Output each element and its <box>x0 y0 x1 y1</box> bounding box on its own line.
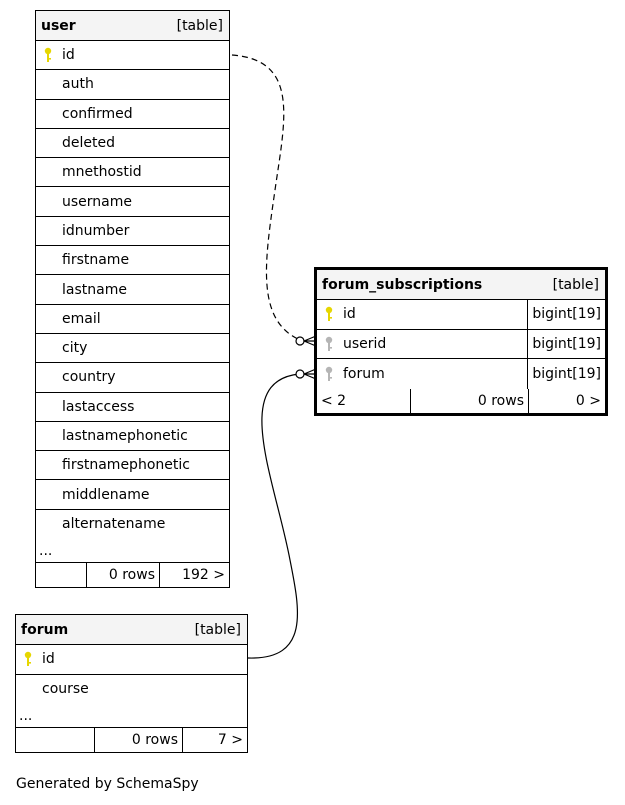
column-type: bigint[19] <box>527 359 605 389</box>
column-name: auth <box>62 76 94 93</box>
table-header: forum [table] <box>16 615 247 645</box>
table-ellipsis-row: ... <box>36 539 229 564</box>
table-forum[interactable]: forum [table] id course ... 0 rows 7 > <box>15 614 248 753</box>
column-row[interactable]: lastaccess <box>36 393 229 422</box>
column-name: id <box>42 651 55 668</box>
children-link[interactable]: 192 > <box>182 567 225 584</box>
column-name: deleted <box>62 135 115 152</box>
column-name: forum <box>343 365 385 382</box>
generated-by-label: Generated by SchemaSpy <box>16 776 199 792</box>
children-link[interactable]: 0 > <box>575 392 601 409</box>
column-name: id <box>343 306 356 323</box>
column-row[interactable]: country <box>36 363 229 393</box>
column-name: userid <box>343 335 387 352</box>
children-link[interactable]: 7 > <box>217 732 243 748</box>
column-row[interactable]: id <box>16 645 247 675</box>
column-name: email <box>62 310 101 327</box>
table-header: forum_subscriptions [table] <box>317 270 605 300</box>
column-name: alternatename <box>62 516 166 533</box>
table-kind: [table] <box>552 276 599 293</box>
column-name: lastname <box>62 281 127 298</box>
link-forum-to-subscriptions <box>247 373 301 659</box>
column-row[interactable]: firstname <box>36 246 229 276</box>
column-name: mnethostid <box>62 164 142 181</box>
column-row[interactable]: idnumber <box>36 217 229 247</box>
column-row[interactable]: alternatename <box>36 510 229 539</box>
column-row[interactable]: middlename <box>36 480 229 510</box>
table-footer: 0 rows 192 > <box>36 563 229 588</box>
row-count: 0 rows <box>87 563 160 588</box>
table-name: user <box>41 17 76 34</box>
column-name: firstname <box>62 252 130 269</box>
column-name: idnumber <box>62 222 130 239</box>
column-row[interactable]: id bigint[19] <box>317 300 605 330</box>
column-name: country <box>62 369 116 386</box>
column-row[interactable]: username <box>36 187 229 217</box>
table-name: forum <box>21 621 69 638</box>
column-name: username <box>62 193 132 210</box>
table-footer: < 2 0 rows 0 > <box>317 388 605 413</box>
table-ellipsis-row: ... <box>16 704 247 728</box>
column-name: confirmed <box>62 105 133 122</box>
column-name: city <box>62 340 88 357</box>
column-row[interactable]: auth <box>36 70 229 100</box>
column-row[interactable]: lastname <box>36 275 229 305</box>
column-row[interactable]: confirmed <box>36 100 229 129</box>
column-name: course <box>42 681 89 698</box>
column-name: middlename <box>62 486 150 503</box>
table-kind: [table] <box>176 17 223 34</box>
crowfoot-circle-forum <box>295 369 305 379</box>
column-row[interactable]: mnethostid <box>36 158 229 188</box>
table-name: forum_subscriptions <box>322 276 483 293</box>
column-row[interactable]: userid bigint[19] <box>317 329 605 359</box>
column-row[interactable]: forum bigint[19] <box>317 359 605 389</box>
table-footer: 0 rows 7 > <box>16 728 247 752</box>
column-row[interactable]: deleted <box>36 129 229 159</box>
crowfoot-circle-userid <box>295 336 305 346</box>
column-row[interactable]: lastnamephonetic <box>36 422 229 452</box>
column-row[interactable]: firstnamephonetic <box>36 451 229 481</box>
column-row[interactable]: email <box>36 305 229 334</box>
table-user[interactable]: user [table] id auth confirmed deleted mneth… <box>35 10 230 589</box>
table-kind: [table] <box>194 621 241 638</box>
column-name: id <box>62 47 75 64</box>
table-forum-subscriptions[interactable]: forum_subscriptions [table] id bigint[19]… <box>314 267 608 416</box>
column-type: bigint[19] <box>527 329 605 358</box>
column-row[interactable]: course <box>16 675 247 705</box>
column-row[interactable]: id <box>36 41 229 71</box>
column-row[interactable]: city <box>36 334 229 364</box>
column-name: lastnamephonetic <box>62 428 188 444</box>
row-count: 0 rows <box>411 388 529 413</box>
link-user-to-subscriptions <box>231 54 301 341</box>
column-name: firstnamephonetic <box>62 457 190 474</box>
column-name: lastaccess <box>62 398 135 415</box>
table-header: user [table] <box>36 11 229 41</box>
column-type: bigint[19] <box>527 300 605 329</box>
row-count: 0 rows <box>95 728 183 752</box>
parents-link[interactable]: < 2 <box>317 388 411 413</box>
